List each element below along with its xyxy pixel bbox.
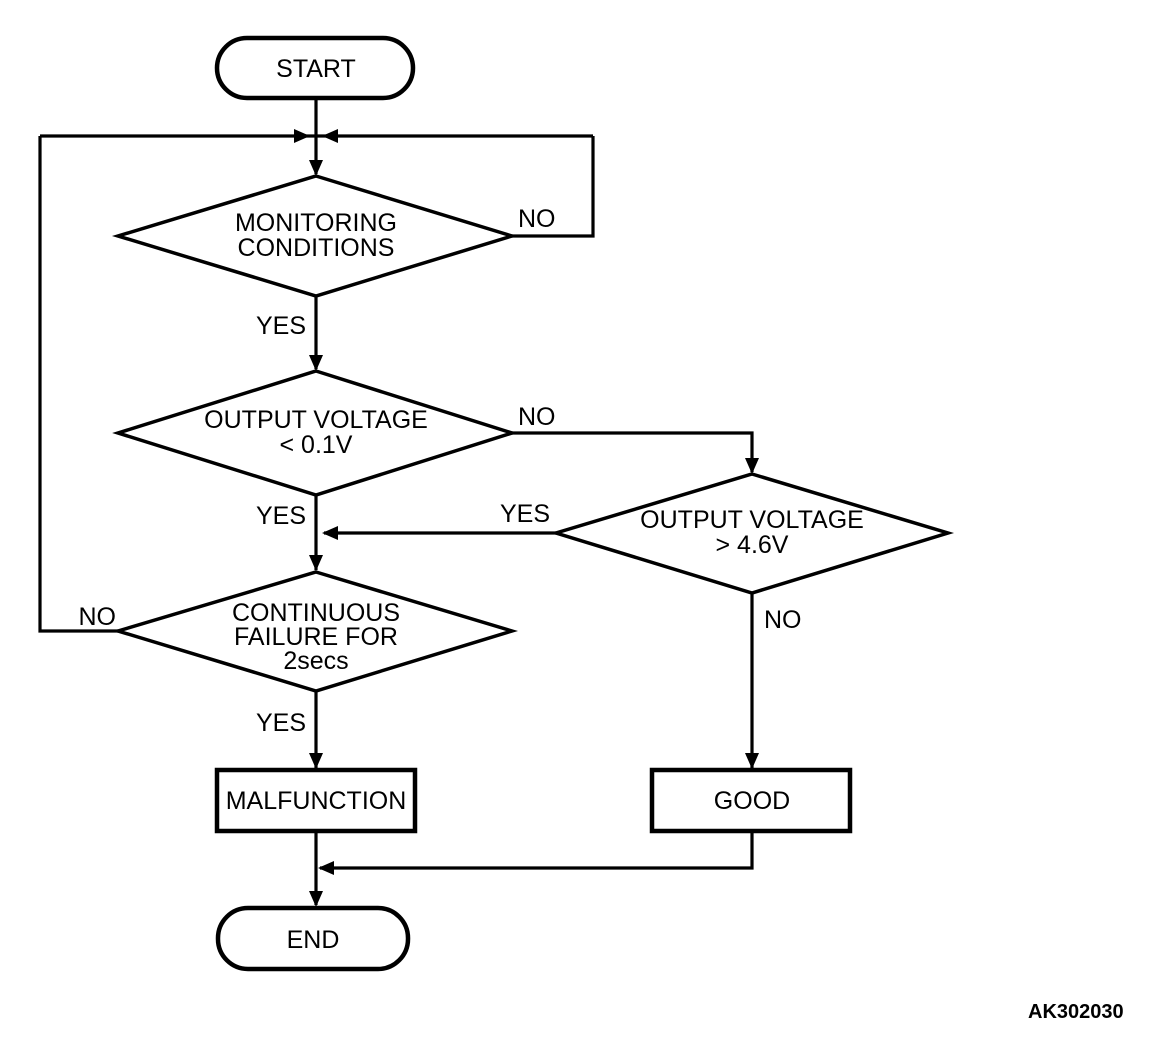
voltage-high-label-line2: > 4.6V xyxy=(716,531,789,559)
figure-code-label: AK302030 xyxy=(1028,1001,1124,1023)
good-box-shape xyxy=(649,767,853,834)
node-monitoring-conditions: MONITORING CONDITIONS xyxy=(111,174,518,298)
start-label: START xyxy=(276,55,356,83)
node-continuous-failure: CONTINUOUS FAILURE FOR 2secs xyxy=(111,570,519,693)
monitoring-yes-label: YES xyxy=(256,312,306,340)
arrowhead-into-good-icon xyxy=(745,753,759,769)
arrowheads-group xyxy=(294,129,759,907)
monitoring-no-label: NO xyxy=(518,205,556,233)
voltage-low-label-line1: OUTPUT VOLTAGE xyxy=(204,406,428,434)
voltage-high-label-line1: OUTPUT VOLTAGE xyxy=(640,506,864,534)
arrowhead-good-merge-icon xyxy=(318,861,334,875)
arrowhead-into-malfunction-icon xyxy=(309,753,323,769)
end-terminator-shape xyxy=(215,905,411,972)
edges-group xyxy=(38,98,754,905)
arrowhead-into-voltage-high-icon xyxy=(745,458,759,474)
voltage-high-yes-label: YES xyxy=(500,500,550,528)
edge-monitoring-no-feedback xyxy=(512,136,595,238)
node-malfunction: MALFUNCTION xyxy=(214,767,418,834)
edge-continuous-no-feedback xyxy=(38,136,118,633)
node-end: END xyxy=(215,905,411,972)
node-output-voltage-low: OUTPUT VOLTAGE < 0.1V xyxy=(112,369,518,497)
arrowhead-merge-left-icon xyxy=(322,129,338,143)
malfunction-label: MALFUNCTION xyxy=(226,787,407,815)
continuous-no-label: NO xyxy=(79,603,117,631)
continuous-diamond-shape xyxy=(111,570,519,693)
monitoring-label-line1: MONITORING xyxy=(235,209,397,237)
edge-voltage-low-no xyxy=(512,431,754,472)
voltage-low-label-line2: < 0.1V xyxy=(280,431,353,459)
good-label: GOOD xyxy=(714,787,790,815)
voltage-low-no-label: NO xyxy=(518,403,556,431)
monitoring-diamond-shape xyxy=(111,174,518,298)
voltage-high-no-label: NO xyxy=(764,606,802,634)
arrowhead-into-end-icon xyxy=(309,891,323,907)
monitoring-label-line2: CONDITIONS xyxy=(238,234,395,262)
start-terminator-shape xyxy=(214,35,416,101)
continuous-label-line1: CONTINUOUS xyxy=(232,599,400,627)
voltage-low-diamond-shape xyxy=(112,369,518,497)
arrowhead-voltage-high-yes-icon xyxy=(322,526,338,540)
continuous-yes-label: YES xyxy=(256,709,306,737)
arrowhead-into-continuous-icon xyxy=(309,555,323,571)
voltage-high-diamond-shape xyxy=(549,472,955,595)
end-label: END xyxy=(287,926,340,954)
node-start: START xyxy=(214,35,416,101)
node-good: GOOD xyxy=(649,767,853,834)
continuous-label-line2: FAILURE FOR xyxy=(234,623,398,651)
voltage-low-yes-label: YES xyxy=(256,502,306,530)
edge-good-to-merge xyxy=(320,831,754,870)
node-output-voltage-high: OUTPUT VOLTAGE > 4.6V xyxy=(549,472,955,595)
continuous-label-line3: 2secs xyxy=(283,647,348,675)
arrowhead-merge-right-icon xyxy=(294,129,310,143)
arrowhead-into-monitoring-icon xyxy=(309,160,323,176)
arrowhead-into-voltage-low-icon xyxy=(309,355,323,371)
edge-labels-group: NO YES NO YES YES NO NO YES xyxy=(79,205,802,737)
malfunction-box-shape xyxy=(214,767,418,834)
